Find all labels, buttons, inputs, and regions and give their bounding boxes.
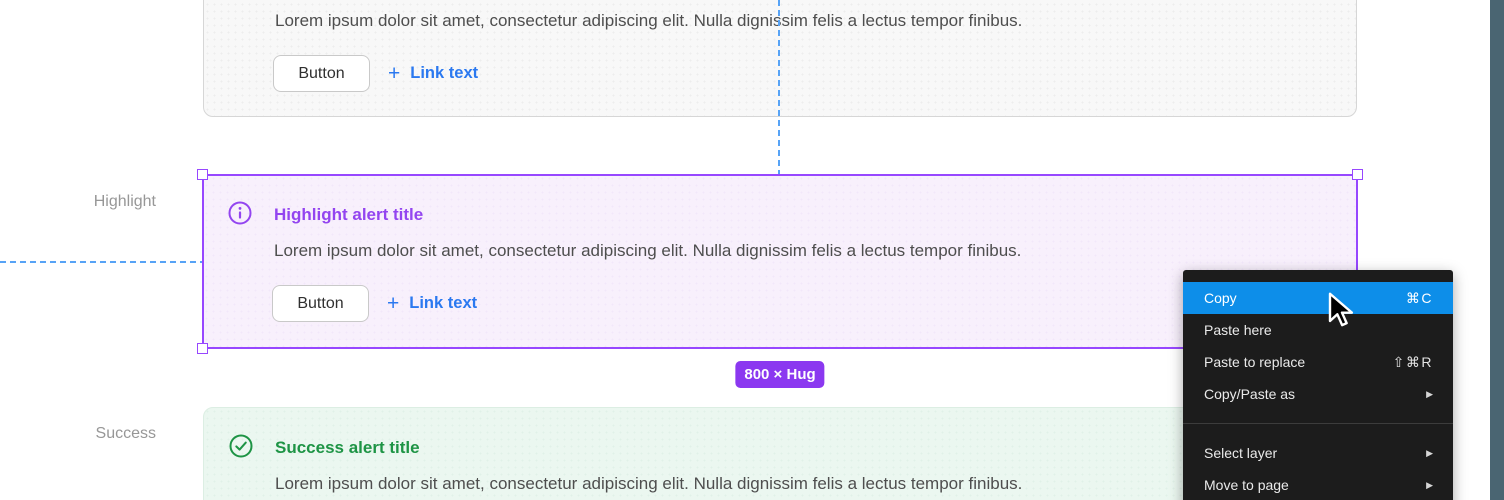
variant-label-success: Success bbox=[95, 425, 156, 442]
menu-separator bbox=[1183, 423, 1453, 424]
alert-title: Highlight alert title bbox=[274, 205, 424, 224]
alert-body-text: Lorem ipsum dolor sit amet, consectetur … bbox=[274, 241, 1022, 260]
alert-link[interactable]: + Link text bbox=[388, 55, 478, 92]
alert-button[interactable]: Button bbox=[273, 55, 370, 92]
alert-link-label: Link text bbox=[409, 294, 478, 312]
selection-handle-top-right[interactable] bbox=[1352, 169, 1363, 180]
context-menu: Copy ⌘C Paste here Paste to replace ⇧⌘R … bbox=[1183, 270, 1453, 500]
success-alert-card[interactable]: Success alert title Lorem ipsum dolor si… bbox=[203, 407, 1357, 500]
menu-item-label: Select layer bbox=[1204, 445, 1278, 461]
menu-item-label: Copy bbox=[1204, 290, 1237, 306]
menu-item-shortcut: ⇧⌘R bbox=[1392, 353, 1433, 370]
size-badge: 800 × Hug bbox=[735, 361, 825, 388]
menu-item-copy-paste-as[interactable]: Copy/Paste as ▶ bbox=[1183, 378, 1453, 410]
menu-item-paste-to-replace[interactable]: Paste to replace ⇧⌘R bbox=[1183, 346, 1453, 378]
submenu-arrow-icon: ▶ bbox=[1426, 447, 1433, 458]
default-alert-card[interactable]: Lorem ipsum dolor sit amet, consectetur … bbox=[203, 0, 1357, 117]
menu-item-label: Copy/Paste as bbox=[1204, 386, 1296, 402]
alert-body-text: Lorem ipsum dolor sit amet, consectetur … bbox=[275, 11, 1023, 30]
check-circle-icon bbox=[229, 434, 253, 458]
alert-link[interactable]: + Link text bbox=[387, 285, 477, 322]
menu-item-paste-here[interactable]: Paste here bbox=[1183, 314, 1453, 346]
side-panel-edge bbox=[1490, 0, 1504, 500]
variant-label-highlight: Highlight bbox=[93, 193, 156, 210]
menu-item-label: Move to page bbox=[1204, 477, 1289, 493]
menu-item-move-to-page[interactable]: Move to page ▶ bbox=[1183, 469, 1453, 500]
menu-item-label: Paste to replace bbox=[1204, 354, 1306, 370]
alert-link-label: Link text bbox=[410, 64, 479, 82]
alert-title: Success alert title bbox=[275, 438, 420, 457]
alignment-guide-vertical bbox=[778, 0, 780, 174]
selection-handle-top-left[interactable] bbox=[197, 169, 208, 180]
submenu-arrow-icon: ▶ bbox=[1426, 479, 1433, 490]
plus-icon: + bbox=[388, 62, 401, 85]
menu-item-select-layer[interactable]: Select layer ▶ bbox=[1183, 437, 1453, 469]
alert-body-text: Lorem ipsum dolor sit amet, consectetur … bbox=[275, 474, 1023, 493]
alert-button[interactable]: Button bbox=[272, 285, 369, 322]
menu-item-copy[interactable]: Copy ⌘C bbox=[1183, 282, 1453, 314]
submenu-arrow-icon: ▶ bbox=[1426, 388, 1433, 399]
info-icon bbox=[228, 201, 252, 225]
plus-icon: + bbox=[387, 292, 400, 315]
highlight-alert-card[interactable]: Highlight alert title Lorem ipsum dolor … bbox=[203, 175, 1357, 348]
selection-handle-bottom-left[interactable] bbox=[197, 343, 208, 354]
menu-item-shortcut: ⌘C bbox=[1405, 289, 1433, 306]
alignment-guide-horizontal bbox=[0, 261, 202, 263]
menu-item-label: Paste here bbox=[1204, 322, 1272, 338]
